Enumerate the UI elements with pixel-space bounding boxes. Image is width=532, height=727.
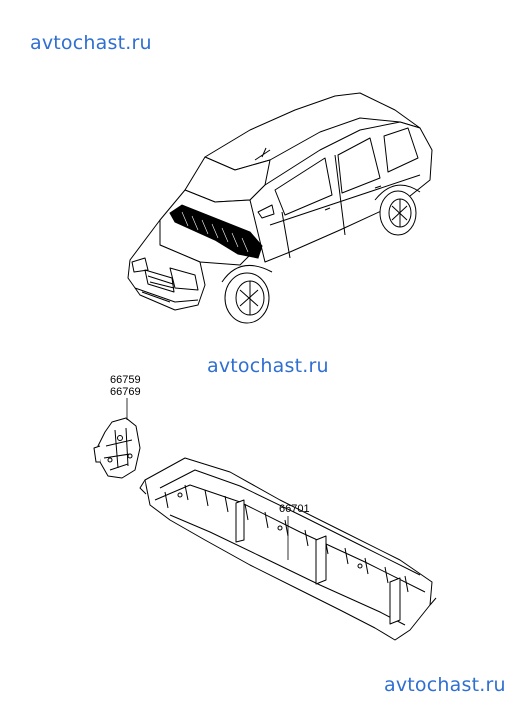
watermark-text: avtochast.ru xyxy=(384,674,506,696)
part-number-label: 66701 xyxy=(279,503,310,515)
car-illustration xyxy=(127,92,433,324)
cowl-panel-part xyxy=(139,457,437,641)
side-bracket-part xyxy=(93,417,141,479)
cowl-highlight-lines xyxy=(181,211,249,253)
watermark-text: avtochast.ru xyxy=(207,355,329,377)
watermark-text: avtochast.ru xyxy=(30,32,152,54)
part-number-label: 66759 xyxy=(110,374,141,386)
part-number-label: 66769 xyxy=(110,386,141,398)
